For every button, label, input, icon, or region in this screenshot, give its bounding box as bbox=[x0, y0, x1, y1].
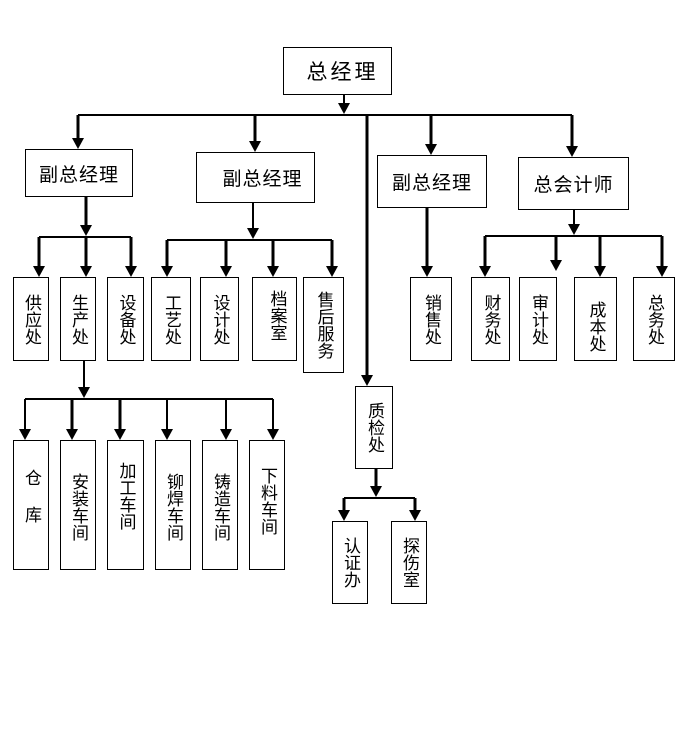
node-label: 副总经理 bbox=[38, 163, 119, 186]
node-label: 财务处 bbox=[480, 293, 501, 345]
node-flaw-detection-room: 探伤室 bbox=[391, 521, 427, 604]
node-label: 下料车间 bbox=[257, 467, 277, 535]
node-casting-workshop: 铸造车间 bbox=[202, 440, 238, 570]
arrowhead-icon bbox=[326, 266, 338, 277]
node-vice-gm-3: 副总经理 bbox=[377, 155, 487, 208]
node-label: 副总经理 bbox=[222, 168, 303, 190]
node-label: 总务处 bbox=[644, 293, 664, 345]
arrowhead-icon bbox=[421, 266, 433, 277]
node-audit-dept: 审计处 bbox=[519, 277, 557, 361]
node-design-dept: 设计处 bbox=[200, 277, 239, 361]
node-sales-dept: 销售处 bbox=[410, 277, 452, 361]
arrowhead-icon bbox=[370, 486, 382, 497]
node-process-dept: 工艺处 bbox=[151, 277, 191, 361]
node-quality-dept: 质检处 bbox=[355, 386, 393, 469]
node-archive-room: 档案室 bbox=[252, 277, 297, 361]
arrowhead-icon bbox=[220, 266, 232, 277]
node-assembly-workshop: 安装车间 bbox=[60, 440, 96, 570]
arrowhead-icon bbox=[72, 138, 84, 149]
node-label: 质检处 bbox=[364, 402, 384, 453]
arrowhead-icon bbox=[594, 266, 606, 277]
node-label: 探伤室 bbox=[399, 537, 419, 588]
node-label: 安装车间 bbox=[68, 473, 88, 541]
node-chief-accountant: 总会计师 bbox=[518, 157, 629, 210]
node-label: 工艺处 bbox=[161, 293, 181, 345]
node-vice-gm-1: 副总经理 bbox=[25, 149, 133, 197]
node-label: 审计处 bbox=[528, 293, 548, 345]
node-label: 成本处 bbox=[585, 300, 606, 352]
arrowhead-icon bbox=[338, 510, 350, 521]
node-label: 认证办 bbox=[340, 537, 360, 588]
node-general-affairs-dept: 总务处 bbox=[633, 277, 675, 361]
node-label: 设备处 bbox=[115, 293, 136, 345]
node-label: 售后服务 bbox=[313, 291, 334, 359]
node-label: 副总经理 bbox=[391, 172, 472, 194]
node-label: 生产处 bbox=[68, 293, 88, 345]
arrowhead-icon bbox=[568, 224, 580, 235]
node-label: 加工车间 bbox=[115, 462, 136, 530]
node-general-manager: 总经理 bbox=[283, 47, 392, 95]
node-label: 仓 库 bbox=[21, 469, 41, 523]
node-label: 设计处 bbox=[209, 293, 230, 345]
node-welding-workshop: 铆焊车间 bbox=[155, 440, 191, 570]
node-blanking-workshop: 下料车间 bbox=[249, 440, 285, 570]
arrowhead-icon bbox=[338, 103, 350, 114]
arrowhead-icon bbox=[247, 228, 259, 239]
arrowhead-icon bbox=[161, 266, 173, 277]
node-certification-office: 认证办 bbox=[332, 521, 368, 604]
arrowhead-icon bbox=[249, 141, 261, 152]
arrowhead-icon bbox=[220, 429, 232, 440]
node-finance-dept: 财务处 bbox=[471, 277, 510, 361]
node-label: 供应处 bbox=[21, 293, 41, 345]
node-supply-dept: 供应处 bbox=[13, 277, 49, 361]
arrowhead-icon bbox=[114, 429, 126, 440]
node-label: 铆焊车间 bbox=[163, 473, 183, 541]
node-machining-workshop: 加工车间 bbox=[107, 440, 144, 570]
arrowhead-icon bbox=[19, 429, 31, 440]
node-label: 档案室 bbox=[266, 289, 287, 341]
arrowhead-icon bbox=[656, 266, 668, 277]
arrowhead-icon bbox=[33, 266, 45, 277]
arrowhead-icon bbox=[361, 375, 373, 386]
arrowhead-icon bbox=[267, 266, 279, 277]
node-after-sales-service: 售后服务 bbox=[303, 277, 344, 373]
arrowhead-icon bbox=[125, 266, 137, 277]
node-warehouse: 仓 库 bbox=[13, 440, 49, 570]
arrowhead-icon bbox=[161, 429, 173, 440]
node-label: 总经理 bbox=[306, 60, 379, 84]
arrowhead-icon bbox=[80, 266, 92, 277]
arrowhead-icon bbox=[479, 266, 491, 277]
node-label: 销售处 bbox=[421, 293, 441, 345]
arrowhead-icon bbox=[550, 260, 562, 271]
arrowhead-icon bbox=[409, 510, 421, 521]
node-label: 铸造车间 bbox=[210, 473, 230, 541]
arrowhead-icon bbox=[66, 429, 78, 440]
arrowhead-icon bbox=[425, 144, 437, 155]
arrowhead-icon bbox=[80, 225, 92, 236]
node-equipment-dept: 设备处 bbox=[107, 277, 144, 361]
arrowhead-icon bbox=[267, 429, 279, 440]
node-label: 总会计师 bbox=[533, 174, 614, 196]
arrowhead-icon bbox=[78, 387, 90, 398]
node-cost-dept: 成本处 bbox=[574, 277, 617, 361]
node-production-dept: 生产处 bbox=[60, 277, 96, 361]
arrowhead-icon bbox=[566, 146, 578, 157]
node-vice-gm-2: 副总经理 bbox=[196, 152, 315, 203]
